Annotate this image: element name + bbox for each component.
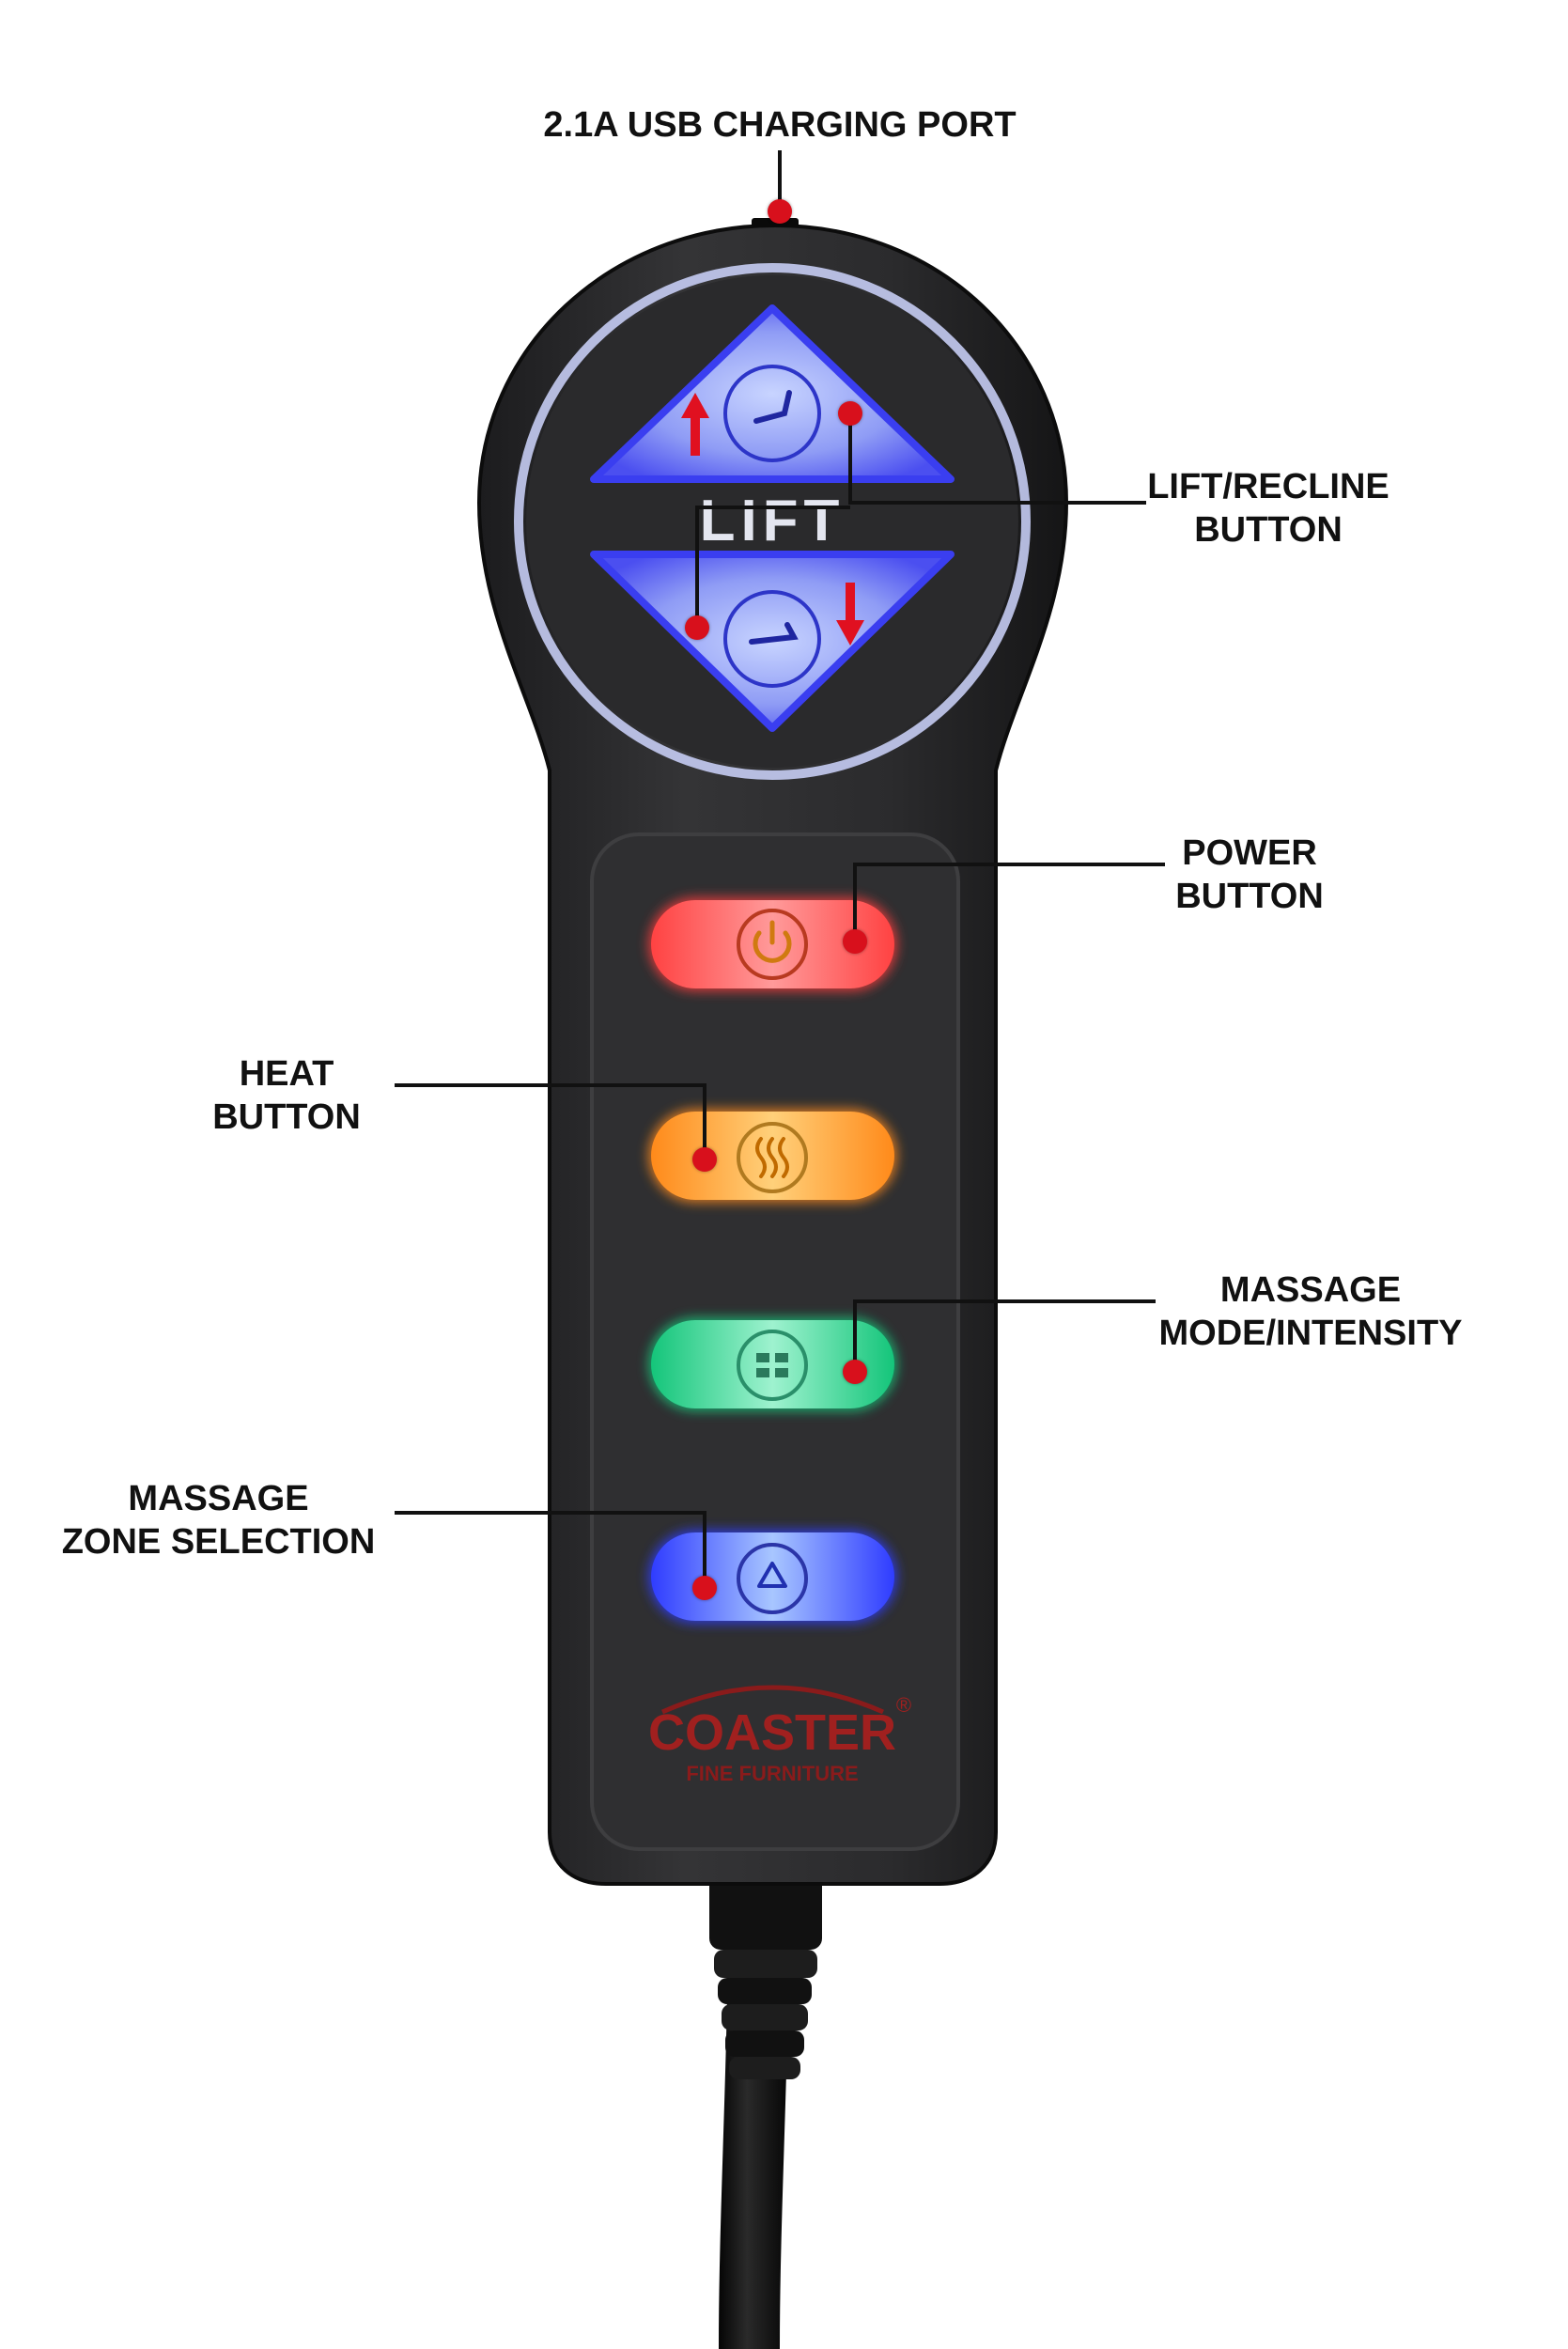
lift-text: LIFT [700,489,846,553]
down-arrow-icon [836,583,864,646]
lift-up-button[interactable] [590,304,955,483]
power-label-line-2: BUTTON [1175,877,1324,916]
usb-port-label-line: 2.1A USB CHARGING PORT [543,105,1017,145]
lift-up-callout-dot [838,401,862,426]
zone-cycle-icon [757,1562,787,1588]
massage-mode-label-line-1: MASSAGE [1219,1270,1402,1310]
up-arrow-icon [681,393,709,456]
lift-recline-label-line-1: LIFT/RECLINE [1147,467,1389,506]
usb-port-label: 2.1A USB CHARGING PORT [526,103,1033,147]
lift-down-button[interactable] [590,551,955,732]
heat-label: HEAT BUTTON [169,1052,404,1139]
massage-zone-label-line-2: ZONE SELECTION [61,1522,376,1562]
massage-mode-label-line-2: MODE/INTENSITY [1158,1314,1463,1353]
heat-callout-dot [692,1147,717,1172]
heat-label-line-1: HEAT [239,1054,334,1094]
recline-down-icon [749,622,799,645]
heat-label-line-2: BUTTON [212,1097,361,1137]
lift-recline-label-line-2: BUTTON [1194,510,1343,550]
brand-logo: COASTER ® FINE FURNITURE [648,1685,911,1785]
heat-icon [755,1137,789,1178]
power-cable [709,1865,822,2349]
lift-recline-label: LIFT/RECLINE BUTTON [1099,465,1437,552]
power-callout-dot [843,929,867,954]
power-button[interactable] [648,897,897,991]
massage-zone-label-line-1: MASSAGE [128,1479,309,1518]
massage-mode-callout-dot [843,1360,867,1384]
lift-down-callout-dot [685,615,709,640]
brand-registered-mark: ® [896,1693,911,1717]
massage-mode-button[interactable] [648,1317,897,1411]
callout-lines [395,150,1165,1588]
power-icon [753,920,792,963]
heat-button[interactable] [648,1109,897,1203]
massage-icon [756,1353,788,1377]
massage-zone-callout-dot [692,1576,717,1600]
usb-callout-dot [768,199,792,224]
power-label-line-1: POWER [1182,833,1317,873]
massage-mode-label: MASSAGE MODE/INTENSITY [1141,1268,1480,1355]
massage-zone-button[interactable] [648,1530,897,1624]
brand-subtitle: FINE FURNITURE [686,1762,858,1785]
power-label: POWER BUTTON [1127,832,1372,918]
brand-name: COASTER [648,1704,896,1761]
massage-zone-label: MASSAGE ZONE SELECTION [42,1477,395,1563]
recline-up-icon [753,390,792,424]
